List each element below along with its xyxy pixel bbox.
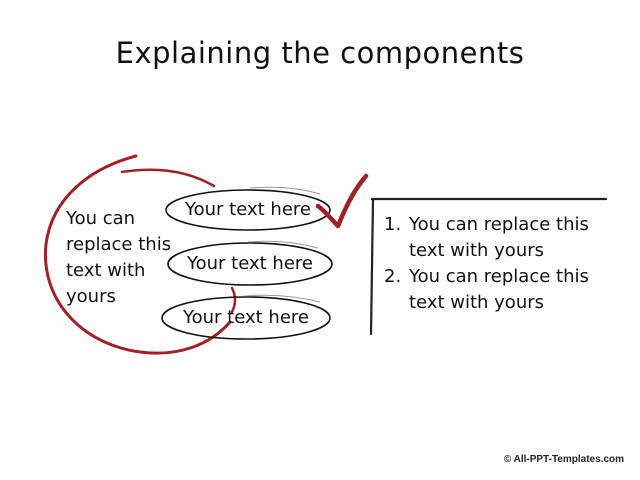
step-number-2: 2. [384, 266, 402, 287]
oval-label-3: Your text here [183, 307, 309, 328]
oval-2-shape [167, 240, 333, 286]
copyright-footer: © All-PPT-Templates.com [503, 454, 624, 465]
step-item-2: 2. You can replace this text with yours [384, 264, 624, 316]
oval-3-shape [161, 294, 331, 340]
step-text-2: You can replace this text with yours [409, 266, 589, 313]
step-text-1: You can replace this text with yours [409, 214, 589, 261]
circle-text: You can replace this text with yours [66, 208, 172, 307]
page-title: Explaining the components [115, 36, 525, 70]
step-item-1: 1. You can replace this text with yours [384, 212, 624, 264]
step-number-1: 1. [384, 214, 402, 235]
red-circle-stroke-mid [230, 286, 237, 314]
bracket-left-line [369, 198, 375, 336]
steps-list: 1. You can replace this text with yours … [384, 212, 624, 316]
oval-label-1: Your text here [185, 199, 311, 220]
red-circle-stroke-tail [120, 168, 216, 188]
oval-1-shape [165, 186, 331, 231]
red-circle-stroke [43, 154, 232, 355]
check-icon [315, 173, 369, 229]
oval-label-2: Your text here [187, 253, 313, 274]
